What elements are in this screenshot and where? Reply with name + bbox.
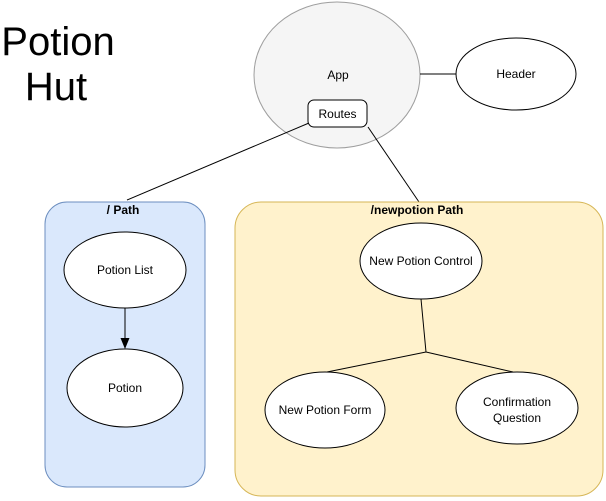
routes-node[interactable] bbox=[307, 99, 368, 128]
routes-node-label: Routes bbox=[318, 107, 356, 121]
new-potion-control-node-label: New Potion Control bbox=[369, 254, 472, 268]
edge-routes-root-path bbox=[126, 122, 310, 201]
confirmation-question-node-label-line1: Confirmation bbox=[483, 395, 551, 409]
edge-junction-form bbox=[326, 351, 427, 373]
edge-routes-newpotion-path bbox=[367, 126, 420, 203]
new-potion-form-node-label: New Potion Form bbox=[279, 403, 372, 417]
edge-control-junction bbox=[420, 298, 427, 353]
potion-node-label: Potion bbox=[108, 381, 142, 395]
new-potion-control-node[interactable] bbox=[359, 222, 483, 300]
potion-list-node-label: Potion List bbox=[97, 263, 154, 277]
app-node-label: App bbox=[327, 68, 349, 82]
root-path-group-label: / Path bbox=[107, 203, 140, 217]
edge-junction-confirmation bbox=[425, 351, 514, 373]
diagram-title: Potion Hut bbox=[1, 20, 114, 109]
header-node-label: Header bbox=[496, 67, 535, 81]
new-potion-form-node[interactable] bbox=[264, 371, 386, 449]
diagram-title-line2: Hut bbox=[25, 65, 87, 109]
arrowhead-down-icon bbox=[120, 338, 130, 349]
confirmation-question-node[interactable] bbox=[455, 371, 579, 445]
potion-node[interactable] bbox=[66, 348, 184, 428]
app-node[interactable] bbox=[253, 1, 421, 149]
edge-potion-list-potion bbox=[120, 308, 130, 349]
confirmation-question-node-label-line2: Question bbox=[493, 411, 541, 425]
newpotion-path-group-label: /newpotion Path bbox=[371, 203, 464, 217]
diagram-title-line1: Potion bbox=[1, 20, 114, 64]
